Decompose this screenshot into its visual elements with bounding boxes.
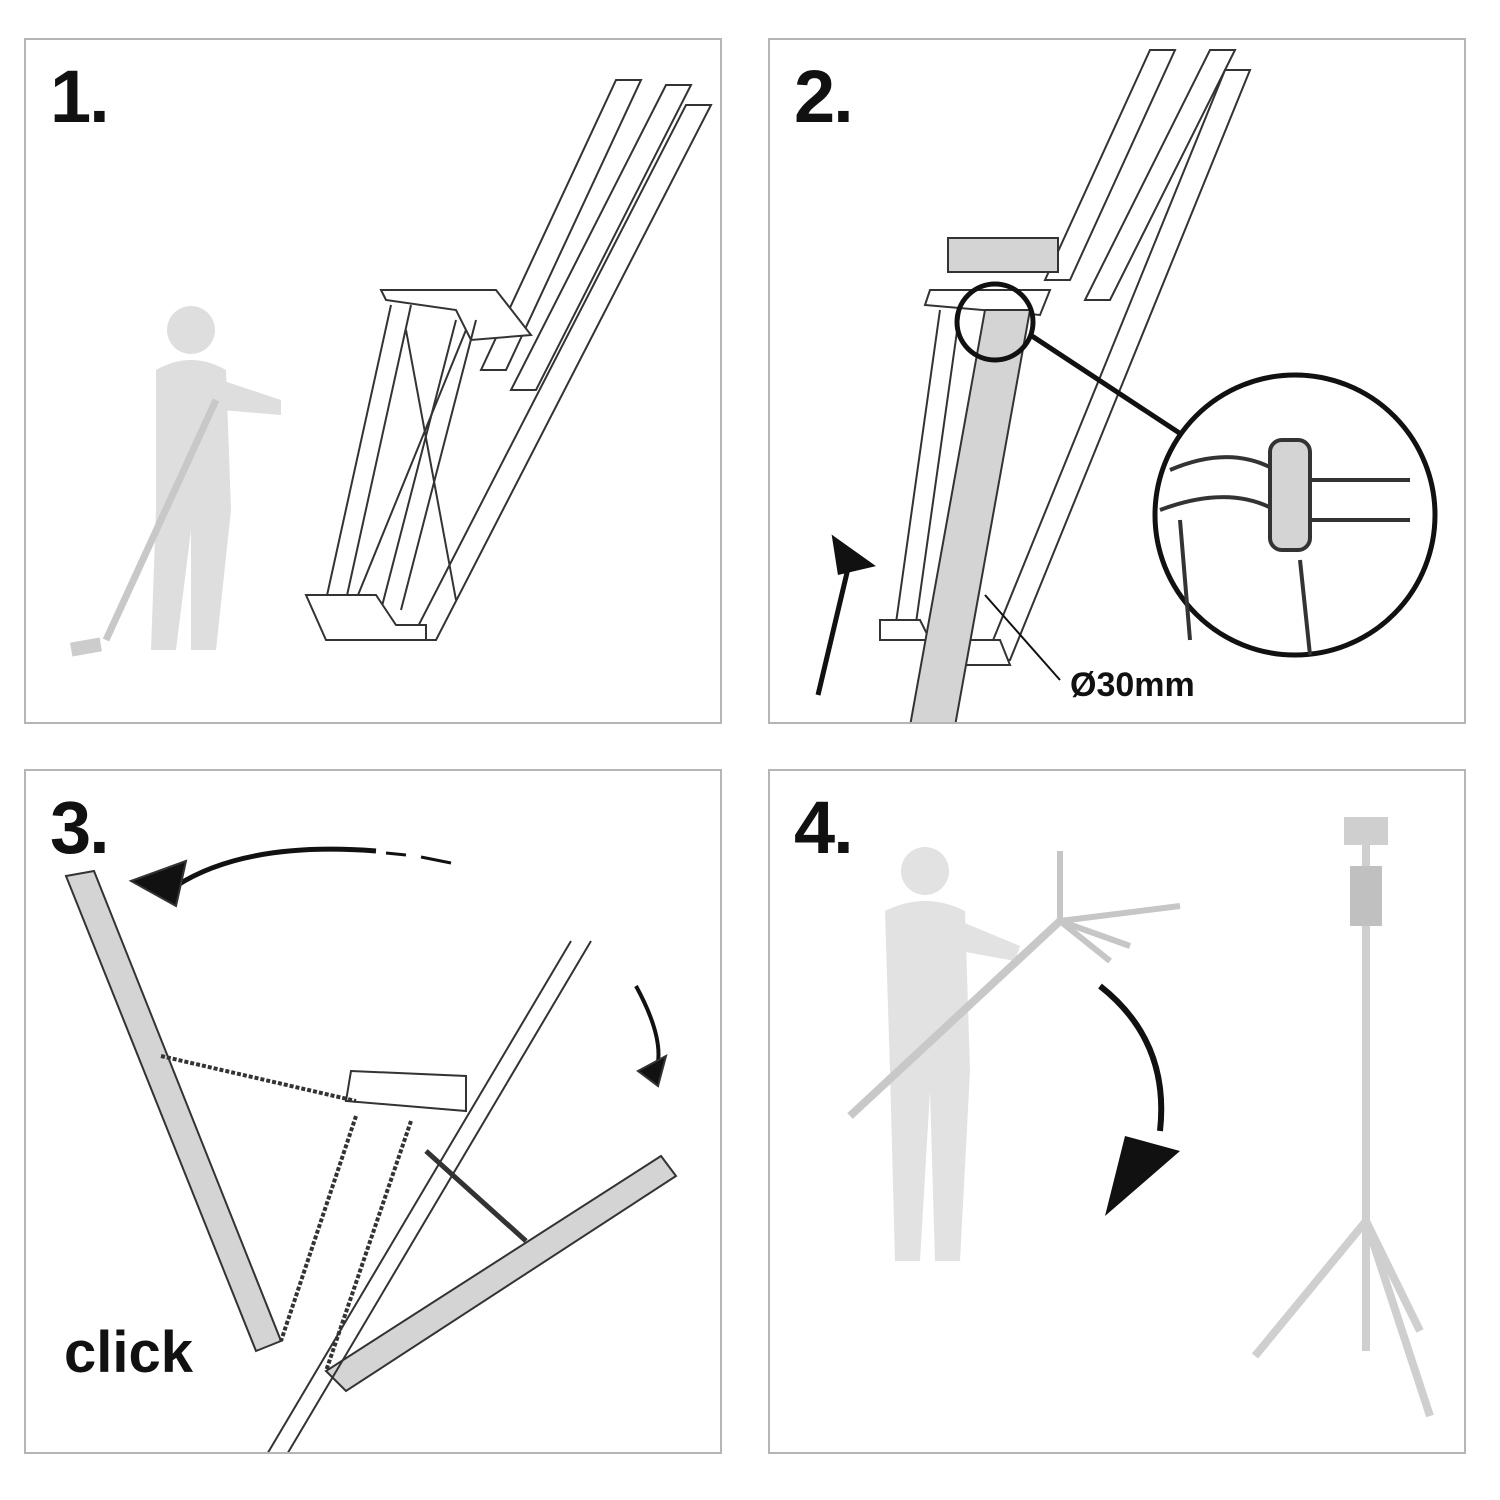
step-1-panel: 1.: [24, 38, 722, 724]
step-4-panel: 4.: [768, 769, 1466, 1454]
rotate-arrow-icon: [174, 846, 377, 889]
detail-callout: [954, 281, 1036, 363]
right-leg: [324, 1154, 678, 1393]
up-arrow-icon: [815, 534, 876, 696]
click-label: click: [64, 1320, 193, 1385]
step-number: 2.: [794, 55, 854, 138]
step-2-panel: 2. Ø30mm: [768, 38, 1466, 724]
person-figure: [151, 306, 281, 650]
rotate-down-arrow-icon: [1098, 983, 1165, 1132]
tripod-folded: [304, 79, 713, 641]
extension-pole: [102, 398, 220, 642]
tripod-standing: [1251, 817, 1434, 1418]
head-plate: [947, 237, 1059, 273]
step-number: 4.: [794, 786, 854, 869]
left-leg: [64, 869, 283, 1353]
step-4-illustration: [847, 817, 1434, 1418]
person-figure: [885, 847, 1020, 1261]
pole: [909, 309, 1032, 722]
extension-pole: [847, 918, 1063, 1119]
step-3-illustration: [64, 846, 678, 1452]
tripod-unfolding: [1057, 851, 1181, 964]
step-number: 3.: [50, 786, 110, 869]
fold-arrow-icon: [634, 985, 661, 1072]
step-1-illustration: [70, 79, 713, 657]
step-number: 1.: [50, 55, 110, 138]
step-2-illustration: [815, 49, 1438, 722]
step-3-panel: 3. click: [24, 769, 722, 1454]
tripod-folded: [879, 49, 1252, 666]
diameter-label: Ø30mm: [1070, 666, 1195, 704]
detail-magnifier: [1152, 372, 1438, 658]
